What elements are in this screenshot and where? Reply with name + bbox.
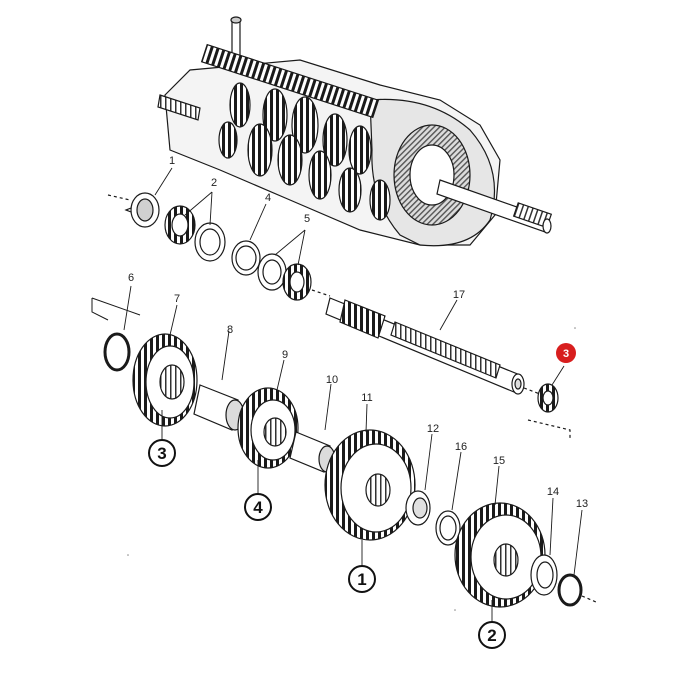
oil-seal [124,192,160,228]
bracket-lines [91,297,141,321]
svg-text:4: 4 [253,498,263,517]
callout-9: 9 [282,349,288,361]
callout-12: 12 [427,423,439,435]
gear-11 [324,429,416,541]
callout-labels: 1 2 4 5 6 7 8 9 10 11 12 13 14 15 16 17 [128,155,588,510]
gear-markers: 3 4 1 2 [148,439,506,649]
stray-marks [127,327,576,611]
callout-4: 4 [265,192,271,204]
bearing-5 [257,253,312,301]
gear-marker-3: 3 [148,439,176,467]
callout-2: 2 [211,177,217,189]
sleeve-8 [193,384,245,431]
callout-8: 8 [227,324,233,336]
svg-text:3: 3 [563,348,569,360]
ring-12 [405,490,431,526]
gearbox-assembly [157,16,553,247]
washer-14 [530,554,558,596]
svg-text:1: 1 [357,570,366,589]
ring-4 [231,240,261,276]
bearing-2 [164,205,226,262]
callout-17: 17 [453,289,465,301]
highlight-callout-3[interactable]: 3 [556,343,576,363]
callout-16: 16 [455,441,467,453]
callout-11: 11 [361,392,372,404]
callout-6: 6 [128,272,134,284]
circlip-6 [103,332,131,372]
gear-15 [454,502,546,608]
needle-bearing [537,383,559,413]
callout-13: 13 [576,498,588,510]
callout-15: 15 [493,455,505,467]
circlip-13 [557,573,583,607]
svg-text:2: 2 [487,626,496,645]
gear-marker-2: 2 [478,621,506,649]
callout-7: 7 [174,293,180,305]
leader-lines [123,167,583,622]
gear-marker-4: 4 [244,493,272,521]
gear-9 [237,387,299,469]
callout-1: 1 [169,155,175,167]
gear-7 [132,333,198,427]
bearing-row [107,192,331,301]
callout-14: 14 [547,486,559,498]
callout-5: 5 [304,213,310,225]
washer-16 [435,510,461,546]
callout-10: 10 [326,374,338,386]
svg-text:3: 3 [157,444,166,463]
gear-row [103,332,597,608]
gear-marker-1: 1 [348,565,376,593]
main-shaft [325,297,571,438]
top-gear-stack [200,43,391,221]
